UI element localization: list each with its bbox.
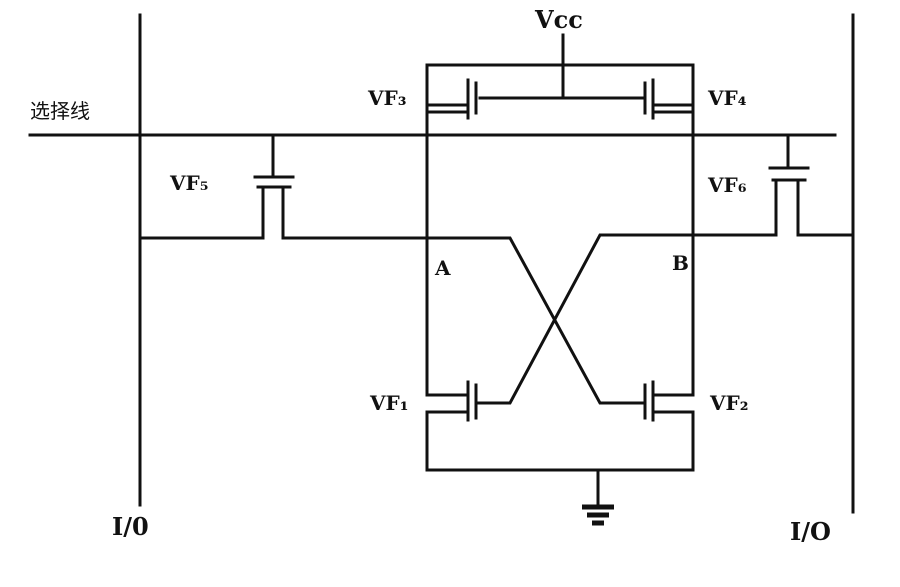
label-io-left: I/0 (112, 512, 149, 541)
cross-wire-b-to-vf1 (476, 233, 695, 405)
label-vf2: VF₂ (709, 391, 748, 415)
transistor-vf2 (643, 380, 695, 472)
label-io-right: I/O (790, 517, 831, 546)
label-vf6: VF₆ (707, 173, 747, 197)
label-vf5: VF₅ (169, 171, 208, 195)
label-vcc: Vcc (534, 5, 583, 34)
label-vf4: VF₄ (707, 86, 747, 110)
cross-wire-a-to-vf2 (425, 236, 647, 405)
transistor-vf1 (425, 380, 478, 472)
label-node-a: A (434, 256, 451, 280)
vcc-rail (425, 63, 695, 107)
label-vf1: VF₁ (369, 391, 408, 415)
transistor-vf5 (138, 133, 429, 240)
ground-icon (582, 468, 614, 526)
label-vf3: VF₃ (367, 86, 406, 110)
transistor-vf6 (691, 133, 855, 237)
label-select-line: 选择线 (30, 99, 90, 123)
transistor-vf4 (643, 78, 695, 120)
label-node-b: B (672, 251, 689, 275)
